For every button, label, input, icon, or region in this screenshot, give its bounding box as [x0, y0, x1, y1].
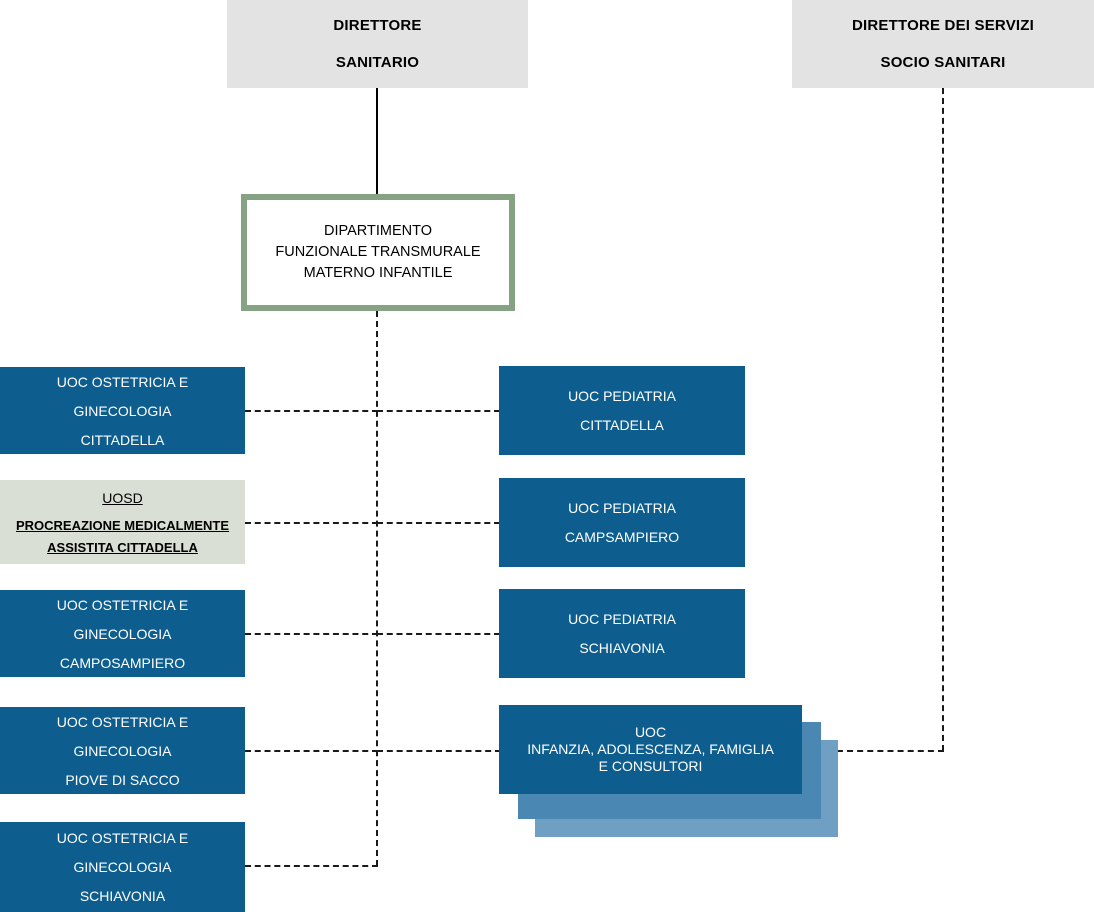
department-line-3: MATERNO INFANTILE	[303, 265, 453, 281]
header-line-1: DIRETTORE	[333, 17, 422, 34]
unit-ostetricia-ginecologia-camposampiero[interactable]: UOC OSTETRICIA E GINECOLOGIA CAMPOSAMPIE…	[0, 590, 245, 677]
unit-line-2: CITTADELLA	[580, 417, 664, 433]
unit-line-3: CITTADELLA	[80, 431, 165, 448]
uosd-heading: UOSD	[102, 489, 143, 506]
connector-department-vertical	[376, 311, 378, 866]
connector-branch-ostetricia-schiavonia	[245, 865, 378, 867]
unit-line-3: PIOVE DI SACCO	[65, 771, 180, 788]
unit-line-1: UOC OSTETRICIA E	[56, 596, 189, 613]
connector-branch-pediatria-schiavonia	[377, 633, 500, 635]
unit-line-2: GINECOLOGIA	[73, 402, 172, 419]
unit-line-1: UOC PEDIATRIA	[568, 388, 676, 404]
unit-line-1: UOC OSTETRICIA E	[56, 373, 189, 390]
unit-ostetricia-ginecologia-cittadella[interactable]: UOC OSTETRICIA E GINECOLOGIA CITTADELLA	[0, 367, 245, 454]
connector-branch-ostetricia-camposampiero	[245, 633, 378, 635]
unit-ostetricia-ginecologia-piove-di-sacco[interactable]: UOC OSTETRICIA E GINECOLOGIA PIOVE DI SA…	[0, 707, 245, 794]
header-line-1: DIRETTORE DEI SERVIZI	[851, 17, 1034, 34]
unit-line-2: GINECOLOGIA	[73, 625, 172, 642]
unit-line-3: SCHIAVONIA	[79, 888, 166, 904]
department-line-1: DIPARTIMENTO	[324, 222, 432, 239]
department-line-2: FUNZIONALE TRANSMURALE	[275, 243, 481, 260]
connector-socio-sanitari-vertical	[942, 88, 944, 751]
unit-line-2: SCHIAVONIA	[579, 640, 665, 656]
unit-line-1: UOC PEDIATRIA	[568, 611, 676, 627]
header-direttore-sanitario[interactable]: DIRETTORE SANITARIO	[227, 0, 528, 88]
unit-line-3: CAMPOSAMPIERO	[59, 654, 186, 671]
unit-line-3: E CONSULTORI	[598, 758, 703, 775]
header-line-2: SANITARIO	[335, 54, 420, 71]
unit-line-2: INFANZIA, ADOLESCENZA, FAMIGLIA	[527, 740, 774, 757]
unit-line-2: GINECOLOGIA	[73, 859, 172, 875]
unit-line-1: UOC	[634, 723, 667, 740]
unit-line-2: CAMPSAMPIERO	[564, 529, 680, 545]
unit-infanzia-adolescenza-famiglia-consultori[interactable]: UOC INFANZIA, ADOLESCENZA, FAMIGLIA E CO…	[499, 705, 802, 794]
unit-line-2: GINECOLOGIA	[73, 742, 172, 759]
connector-branch-uosd-pma	[245, 522, 378, 524]
unit-pediatria-schiavonia[interactable]: UOC PEDIATRIA SCHIAVONIA	[499, 589, 745, 678]
uosd-line-2: ASSISTITA CITTADELLA	[47, 539, 198, 555]
connector-sanitario-to-department	[376, 88, 378, 194]
connector-branch-ostetricia-piove	[245, 750, 378, 752]
header-line-2: SOCIO SANITARI	[880, 54, 1006, 71]
unit-ostetricia-ginecologia-schiavonia[interactable]: UOC OSTETRICIA E GINECOLOGIA SCHIAVONIA	[0, 822, 245, 912]
department-box-materno-infantile[interactable]: DIPARTIMENTO FUNZIONALE TRANSMURALE MATE…	[241, 194, 515, 311]
connector-branch-consultori	[377, 750, 501, 752]
header-direttore-servizi-socio-sanitari[interactable]: DIRETTORE DEI SERVIZI SOCIO SANITARI	[792, 0, 1094, 88]
connector-branch-pediatria-cittadella	[377, 410, 500, 412]
unit-pediatria-campsampiero[interactable]: UOC PEDIATRIA CAMPSAMPIERO	[499, 478, 745, 567]
unit-pediatria-cittadella[interactable]: UOC PEDIATRIA CITTADELLA	[499, 366, 745, 455]
connector-branch-ostetricia-cittadella	[245, 410, 378, 412]
unit-line-1: UOC OSTETRICIA E	[56, 830, 189, 846]
unit-uosd-procreazione-medicalmente-assistita[interactable]: UOSD PROCREAZIONE MEDICALMENTE ASSISTITA…	[0, 480, 245, 564]
uosd-line-1: PROCREAZIONE MEDICALMENTE	[15, 517, 230, 533]
connector-branch-pediatria-campsampiero	[377, 522, 500, 524]
unit-line-1: UOC PEDIATRIA	[568, 500, 676, 516]
unit-line-1: UOC OSTETRICIA E	[56, 713, 189, 730]
